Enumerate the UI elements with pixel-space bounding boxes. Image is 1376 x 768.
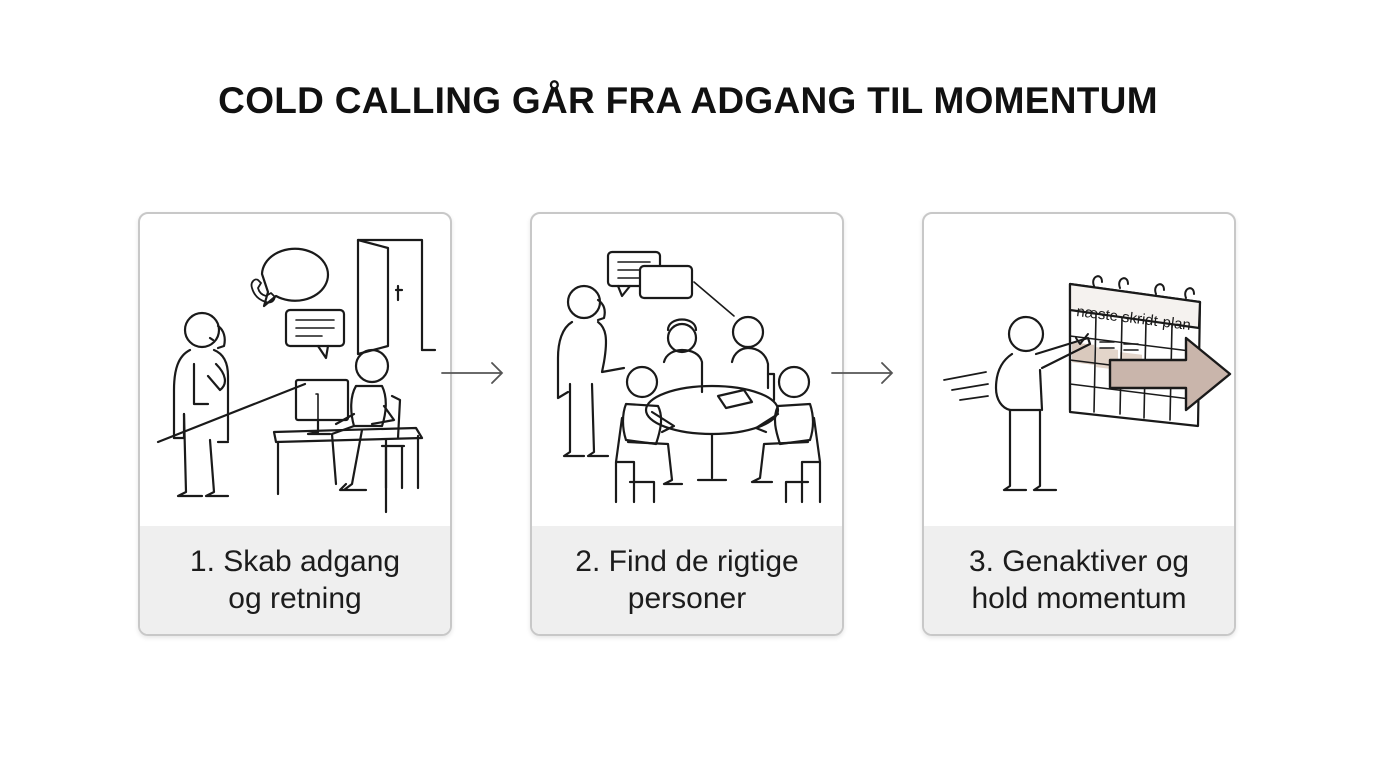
step-label-3: 3. Genaktiver og hold momentum (924, 526, 1234, 634)
step-card-3: næste skridt-plan 3. Genaktiver og hold … (922, 212, 1236, 636)
arrow-right-icon (831, 362, 894, 384)
step-label-2: 2. Find de rigtige personer (532, 526, 842, 634)
arrow-right-icon (441, 362, 504, 384)
plan-calendar-icon: næste skridt-plan (943, 275, 1232, 492)
page-title: COLD CALLING GÅR FRA ADGANG TIL MOMENTUM (218, 80, 1158, 121)
meeting-table-icon (556, 250, 822, 504)
step-card-1: 1. Skab adgang og retning (138, 212, 452, 636)
step-label-1: 1. Skab adgang og retning (140, 526, 450, 634)
phone-call-office-icon (156, 238, 437, 514)
step-card-2: 2. Find de rigtige personer (530, 212, 844, 636)
